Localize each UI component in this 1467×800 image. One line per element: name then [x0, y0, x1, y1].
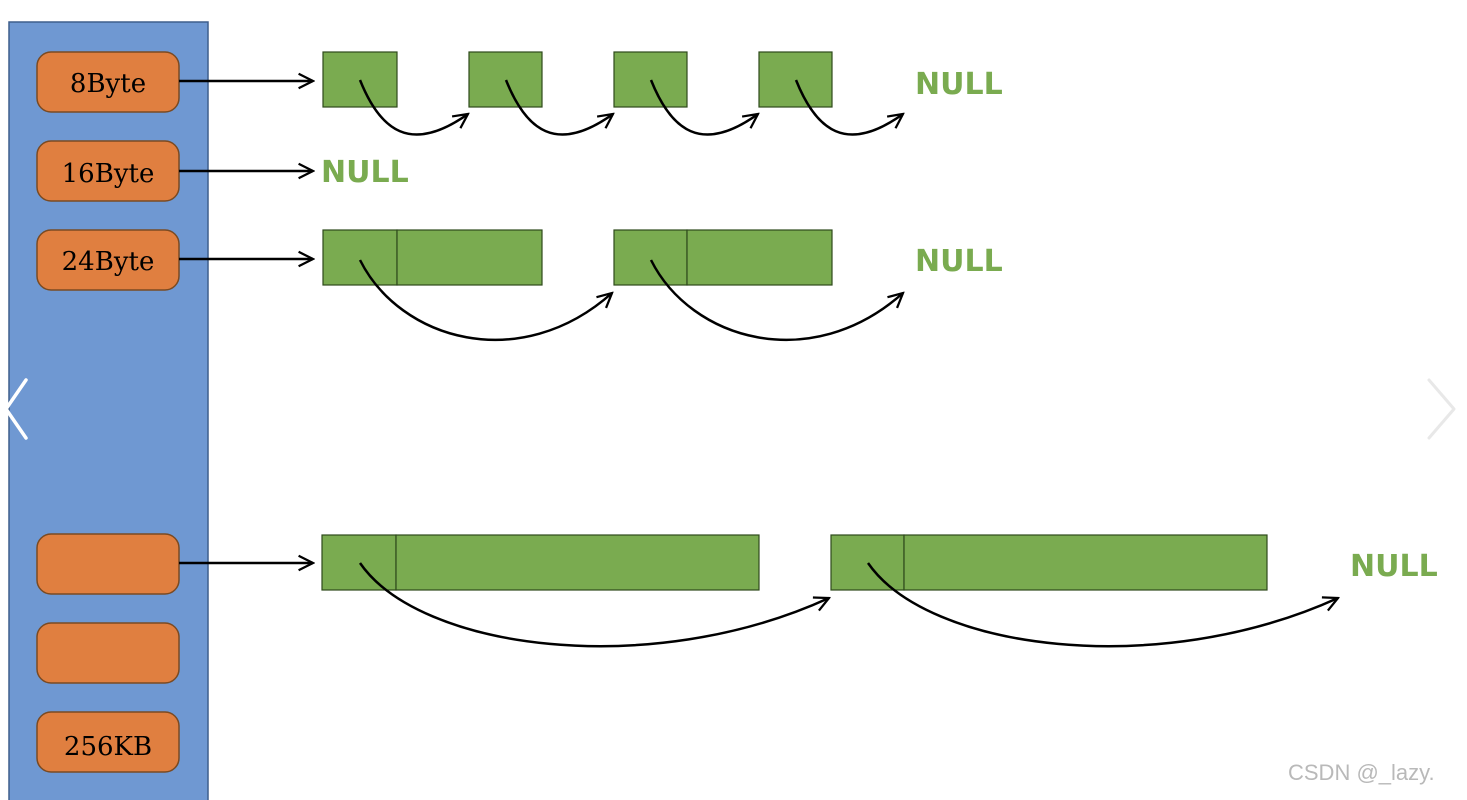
null-terminator-24byte: NULL: [915, 244, 1003, 279]
null-terminator-large: NULL: [1350, 549, 1438, 584]
block-8byte-1: [322, 51, 398, 108]
bucket-5: 256KB: [36, 711, 180, 773]
watermark: CSDN @_lazy.: [1288, 760, 1435, 785]
block-24byte-2-body: [686, 229, 833, 286]
link-arrow: [866, 562, 1338, 648]
bucket-label: 16Byte: [62, 159, 155, 189]
link-arrow: [794, 79, 903, 136]
chevron-left-icon[interactable]: [0, 376, 30, 442]
link-arrow: [649, 259, 903, 341]
link-arrow: [649, 79, 758, 136]
link-arrow: [358, 79, 468, 136]
block-8byte-4: [758, 51, 833, 108]
bucket-0: 8Byte: [36, 51, 180, 113]
link-arrow: [358, 259, 612, 341]
block-large-1-header: [321, 534, 397, 591]
bucket-1: 16Byte: [36, 140, 180, 202]
block-large-1-body: [395, 534, 760, 591]
bucket-4: [36, 622, 180, 684]
bucket-3: [36, 533, 180, 595]
bucket-label: 256KB: [64, 732, 152, 762]
block-large-2-body: [903, 534, 1268, 591]
link-arrow: [504, 79, 613, 136]
null-terminator-16byte: NULL: [321, 155, 409, 190]
block-8byte-2: [468, 51, 543, 108]
block-24byte-2-header: [613, 229, 688, 286]
null-terminator-8byte: NULL: [915, 67, 1003, 102]
bucket-label: 8Byte: [70, 69, 146, 99]
block-24byte-1-body: [396, 229, 543, 286]
bucket-2: 24Byte: [36, 229, 180, 291]
chevron-right-icon[interactable]: [1424, 376, 1460, 442]
bucket-label: 24Byte: [62, 247, 155, 277]
link-arrow: [358, 562, 829, 648]
block-large-2-header: [830, 534, 905, 591]
block-8byte-3: [613, 51, 688, 108]
block-24byte-1-header: [322, 229, 398, 286]
